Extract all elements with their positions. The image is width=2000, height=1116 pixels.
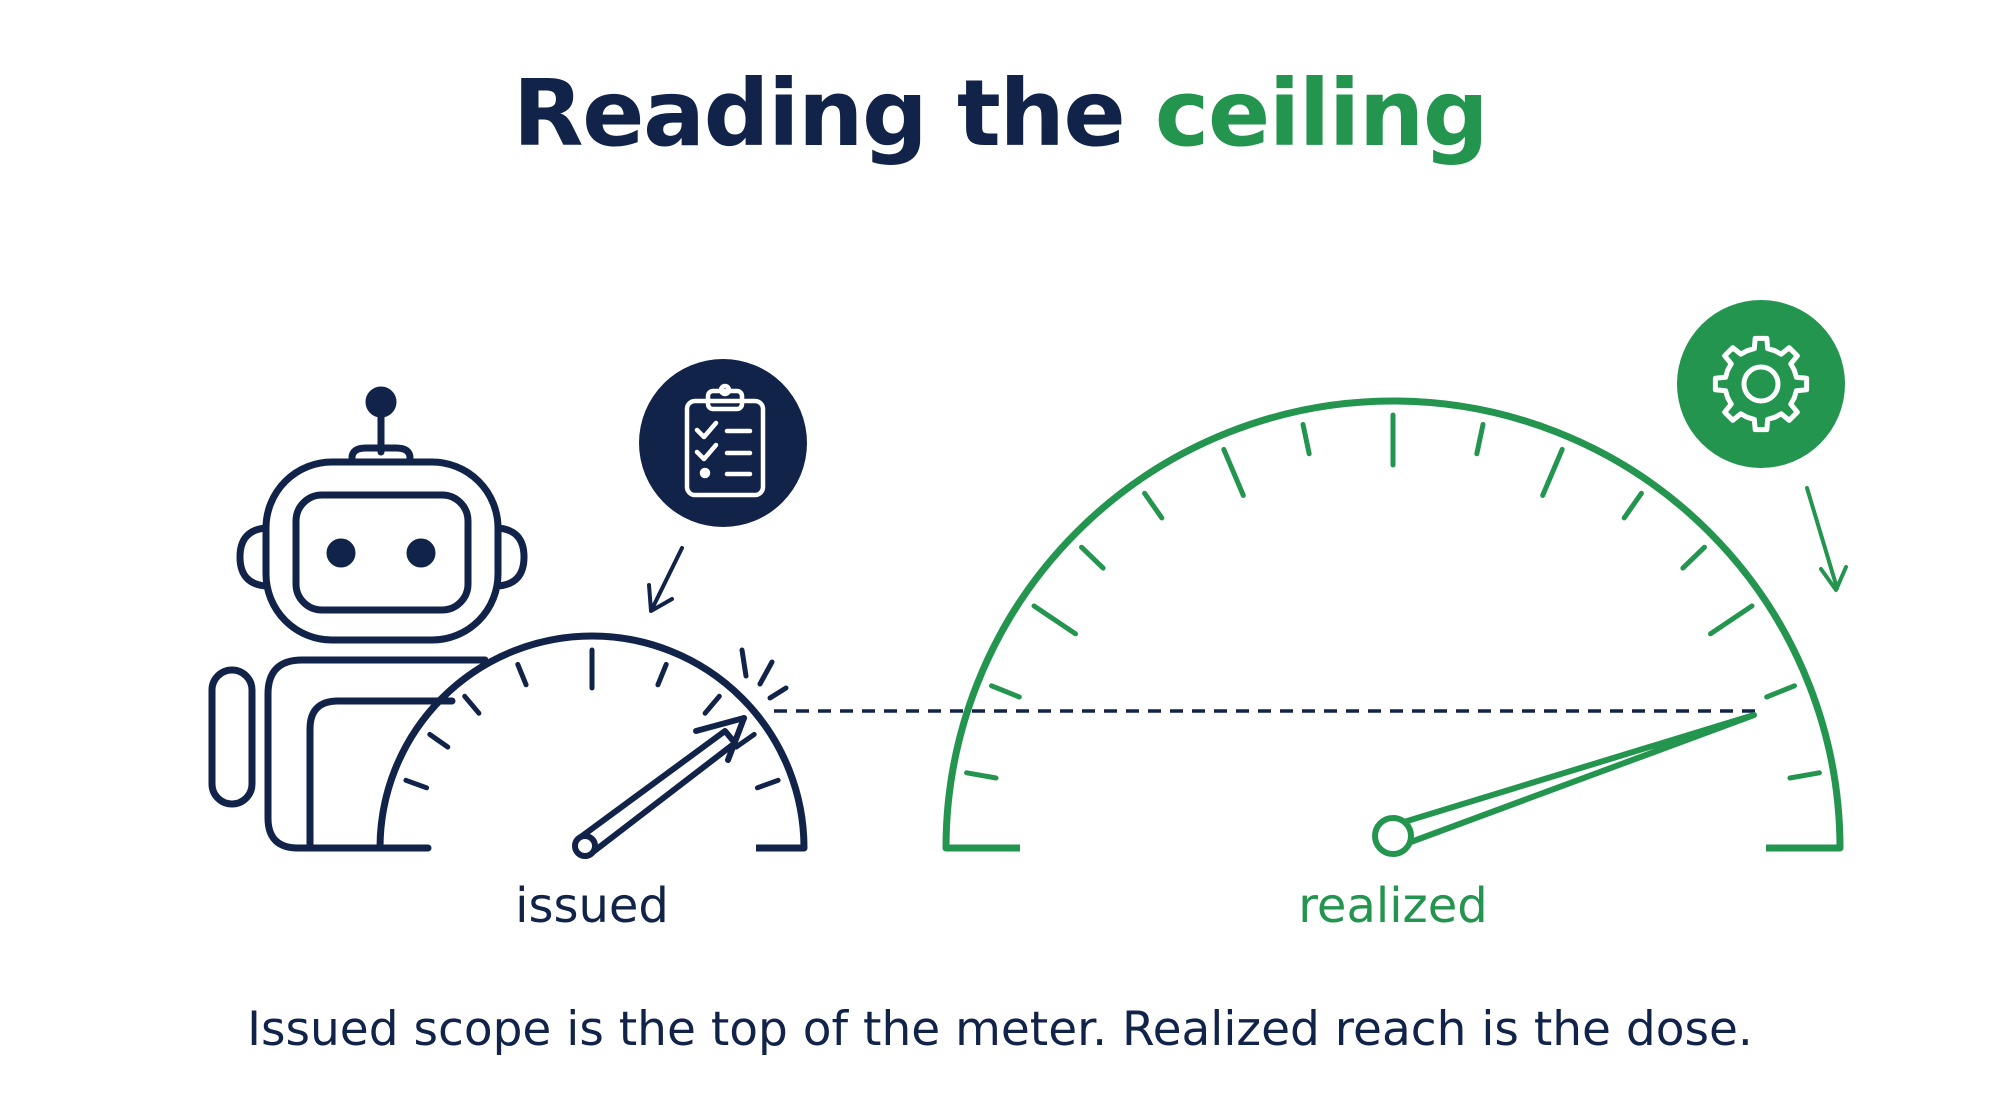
gauge-tick xyxy=(989,683,1022,700)
issued-needle xyxy=(572,715,747,859)
gauge-tick xyxy=(1031,603,1078,637)
issued-gauge-arc xyxy=(376,632,808,852)
gauge-tick xyxy=(515,661,529,688)
issued-label: issued xyxy=(515,878,669,934)
gauge-tick xyxy=(964,770,999,781)
gauge-tick xyxy=(1540,446,1565,498)
contact-spark xyxy=(739,647,789,701)
caption: Issued scope is the top of the meter. Re… xyxy=(247,1002,1753,1057)
gauge-tick xyxy=(655,661,669,688)
gauge-tick xyxy=(1621,490,1644,521)
gauge-tick xyxy=(462,693,482,716)
realized-gauge xyxy=(942,397,1844,857)
gauge-tick xyxy=(1680,544,1707,571)
realized-gauge-arc xyxy=(942,397,1844,852)
clipboard-checklist-icon xyxy=(639,359,807,527)
gauge-tick xyxy=(1300,422,1312,457)
realized-label: realized xyxy=(1298,878,1488,934)
page-title: Reading the ceiling xyxy=(0,68,2000,160)
gauge-tick xyxy=(1142,490,1165,521)
gauge-tick xyxy=(427,731,451,750)
title-accent: ceiling xyxy=(1154,60,1489,167)
gauge-tick xyxy=(1708,603,1755,637)
gauge-tick xyxy=(702,693,722,716)
gauge-tick xyxy=(1474,422,1486,457)
gauge-tick xyxy=(754,777,781,791)
realized-needle xyxy=(1372,712,1757,857)
gauge-tick xyxy=(733,731,757,750)
issued-arrow xyxy=(647,546,684,613)
realized-gauge-ticks xyxy=(964,412,1822,781)
title-text: Reading the xyxy=(512,60,1155,167)
issued-gauge xyxy=(376,632,808,859)
gauge-tick xyxy=(1764,683,1797,700)
gauge-tick xyxy=(1221,446,1246,498)
gauge-tick xyxy=(1079,544,1106,571)
issued-gauge-ticks xyxy=(403,647,781,791)
robot-icon xyxy=(208,386,528,852)
realized-arrow xyxy=(1805,486,1848,592)
gauge-tick xyxy=(403,777,430,791)
gauge-tick xyxy=(1787,770,1822,781)
gear-icon xyxy=(1677,300,1845,468)
